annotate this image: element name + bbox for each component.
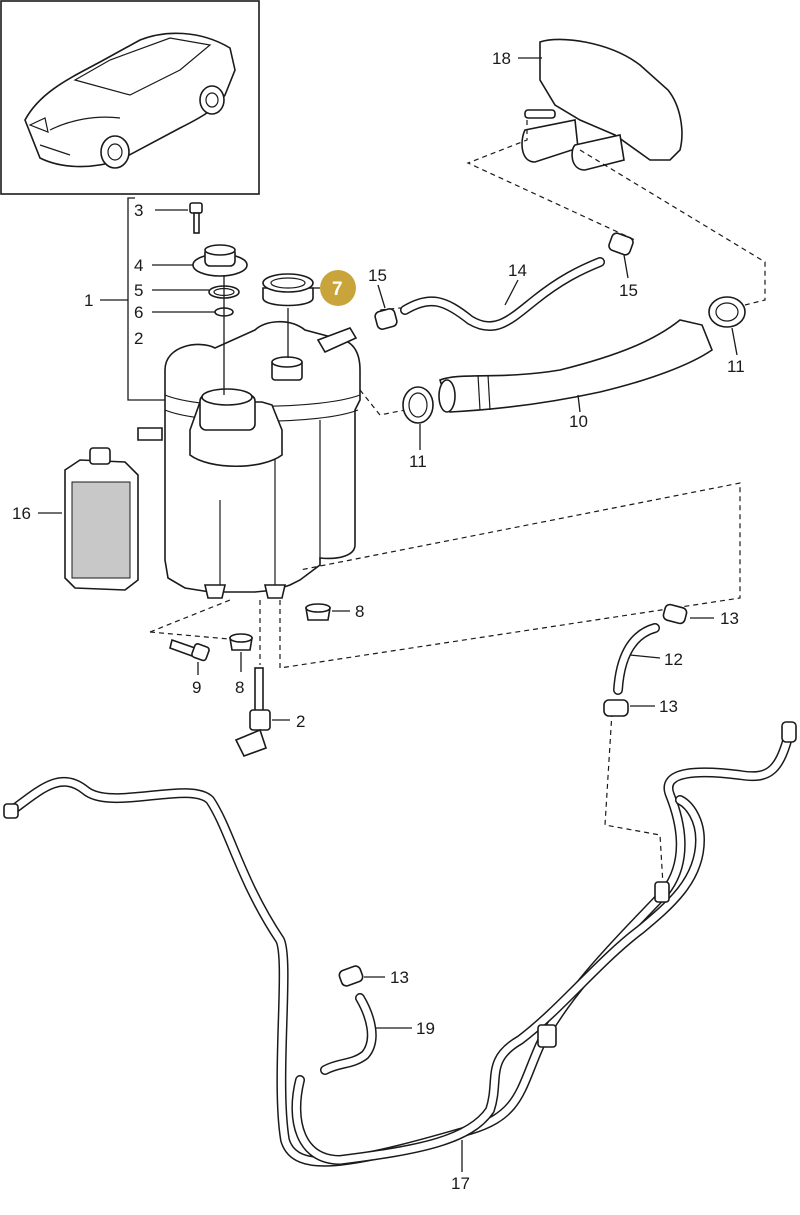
label-4: 4 <box>134 256 143 275</box>
hose-part-14 <box>400 257 605 332</box>
clamp-part-13a <box>662 603 714 625</box>
hose-part-19 <box>320 993 412 1075</box>
cap-part-7 <box>262 273 320 358</box>
label-5: 5 <box>134 281 143 300</box>
label-14: 14 <box>508 261 527 280</box>
label-11b: 11 <box>727 357 745 376</box>
assembly-bracket <box>100 197 170 401</box>
label-11a: 11 <box>409 452 427 471</box>
label-2b: 2 <box>296 712 305 731</box>
label-13a: 13 <box>720 609 739 628</box>
hose-part-10 <box>438 319 713 413</box>
clamp-part-11b <box>708 296 746 356</box>
module-part-18 <box>518 38 683 171</box>
label-1: 1 <box>84 291 93 310</box>
bolt-part-3 <box>155 202 203 234</box>
label-15b: 15 <box>619 281 638 300</box>
label-19: 19 <box>416 1019 435 1038</box>
label-13c: 13 <box>390 968 409 987</box>
callout-labels: 1 2 3 4 5 6 7 8 8 9 10 11 11 12 13 13 13… <box>12 49 745 1193</box>
clamp-part-15a <box>374 284 398 330</box>
clamp-part-13b <box>603 699 655 717</box>
coolant-reservoir <box>137 320 361 599</box>
connection-lines <box>149 120 766 886</box>
label-10: 10 <box>569 412 588 431</box>
grommet-part-8b <box>229 633 253 672</box>
sender-part-4 <box>152 244 248 277</box>
clamp-part-13c <box>338 965 385 987</box>
oring-part-6 <box>152 307 234 317</box>
label-16: 16 <box>12 504 31 523</box>
label-13b: 13 <box>659 697 678 716</box>
sensor-part-2 <box>234 667 290 757</box>
grommet-part-8a <box>305 603 350 621</box>
car-thumbnail <box>0 0 260 195</box>
label-8b: 8 <box>235 678 244 697</box>
label-18: 18 <box>492 49 511 68</box>
label-7[interactable]: 7 <box>332 279 343 300</box>
coolant-bottle-part-16 <box>38 447 139 591</box>
label-8a: 8 <box>355 602 364 621</box>
label-3: 3 <box>134 201 143 220</box>
label-9: 9 <box>192 678 201 697</box>
clamp-part-11a <box>402 386 434 450</box>
label-17: 17 <box>451 1174 470 1193</box>
label-6: 6 <box>134 303 143 322</box>
label-2: 2 <box>134 329 143 348</box>
seal-part-5 <box>152 285 240 299</box>
label-12: 12 <box>664 650 683 669</box>
clamp-part-15b <box>608 232 634 279</box>
hose-part-12 <box>613 623 661 695</box>
pipe-part-17 <box>3 721 797 1172</box>
highlight-badge-7[interactable]: 7 <box>320 270 356 306</box>
bolt-part-9 <box>169 638 210 675</box>
label-15a: 15 <box>368 266 387 285</box>
